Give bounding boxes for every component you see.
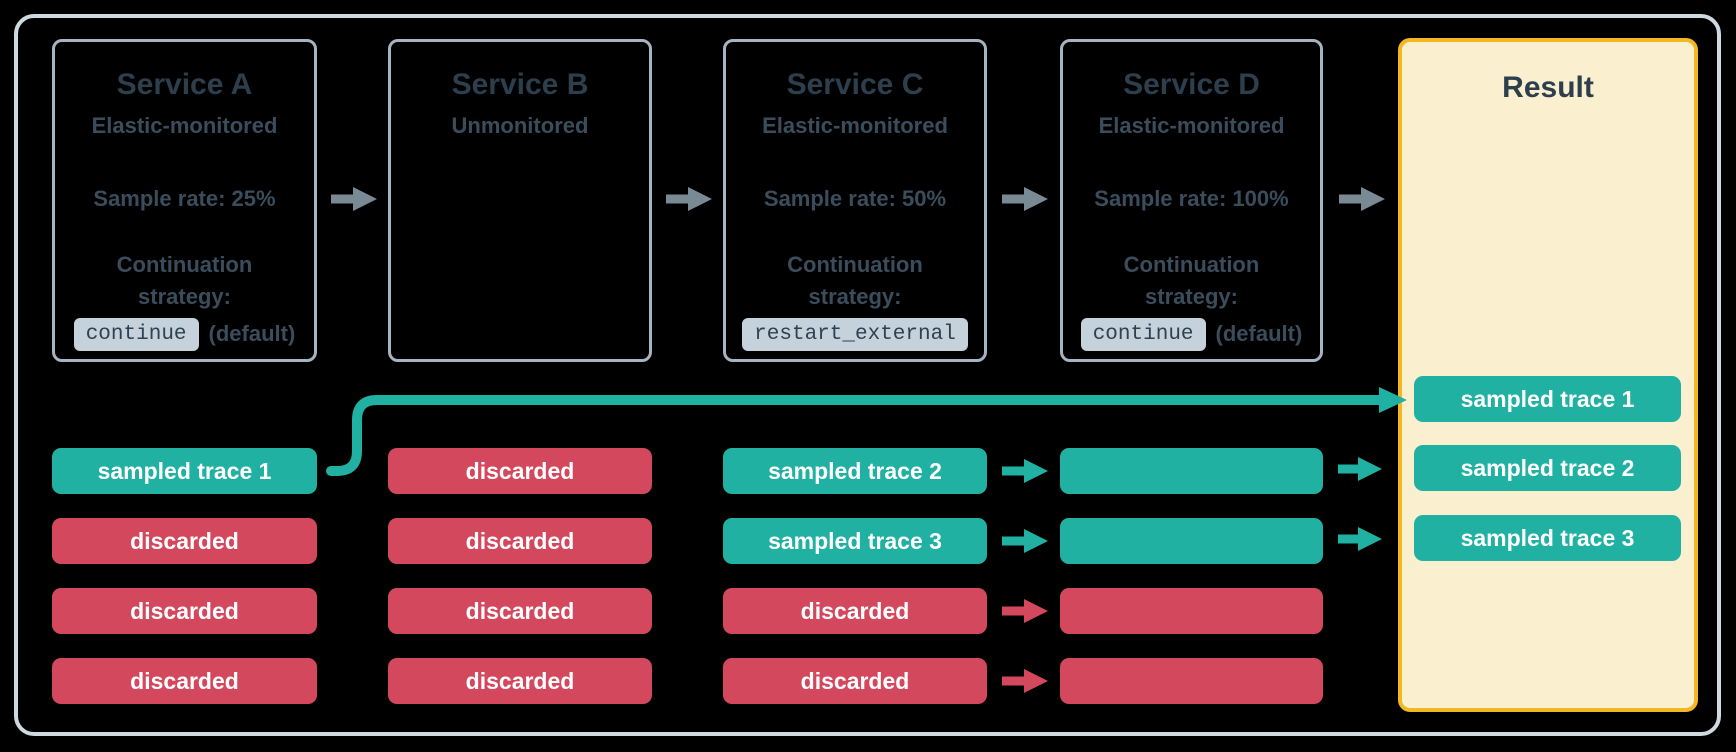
- trace-pill: discarded: [52, 588, 317, 634]
- continuation-label-text: Continuation strategy:: [1123, 252, 1260, 309]
- service-b-subtitle: Unmonitored: [451, 113, 589, 138]
- service-a-title: Service A: [116, 68, 253, 101]
- trace-pill: discarded: [388, 588, 652, 634]
- strategy-code-chip: continue: [1080, 317, 1206, 351]
- service-d-subtitle: Elastic-monitored: [1098, 113, 1285, 138]
- trace-pill: discarded: [388, 518, 652, 564]
- result-box: Result: [1398, 38, 1698, 712]
- trace-pill: discarded: [52, 518, 317, 564]
- service-b-box: Service B Unmonitored: [388, 39, 652, 362]
- trace-pill: discarded: [723, 588, 987, 634]
- service-c-sample-rate: Sample rate: 50%: [763, 186, 947, 211]
- service-c-strategy-row: restart_external: [726, 316, 984, 352]
- service-c-subtitle: Elastic-monitored: [762, 113, 948, 138]
- service-d-box: Service D Elastic-monitored Sample rate:…: [1060, 39, 1323, 362]
- strategy-code-chip: restart_external: [742, 317, 968, 351]
- trace-pill: [1060, 448, 1323, 494]
- strategy-default-note: (default): [208, 321, 296, 346]
- continuation-label-text: Continuation strategy:: [787, 252, 923, 309]
- trace-pill: discarded: [388, 448, 652, 494]
- result-trace-pill: sampled trace 1: [1414, 376, 1681, 422]
- service-c-box: Service C Elastic-monitored Sample rate:…: [723, 39, 987, 362]
- trace-pill: sampled trace 2: [723, 448, 987, 494]
- trace-pill: sampled trace 1: [52, 448, 317, 494]
- strategy-code-chip: continue: [73, 317, 199, 351]
- trace-pill: [1060, 658, 1323, 704]
- service-b-title: Service B: [451, 68, 589, 101]
- service-d-sample-rate: Sample rate: 100%: [1094, 186, 1289, 211]
- result-trace-pill: sampled trace 3: [1414, 515, 1681, 561]
- service-d-strategy-row: continue (default): [1063, 316, 1320, 352]
- outer-frame: [14, 14, 1721, 736]
- service-a-sample-rate: Sample rate: 25%: [93, 186, 276, 211]
- service-d-title: Service D: [1123, 68, 1260, 101]
- service-d-continuation-label: Continuation strategy:: [1063, 249, 1320, 313]
- service-c-title: Service C: [786, 68, 924, 101]
- trace-pill: [1060, 588, 1323, 634]
- trace-pill: sampled trace 3: [723, 518, 987, 564]
- result-trace-pill: sampled trace 2: [1414, 445, 1681, 491]
- service-a-strategy-row: continue (default): [55, 316, 314, 352]
- trace-pill: [1060, 518, 1323, 564]
- service-a-box: Service A Elastic-monitored Sample rate:…: [52, 39, 317, 362]
- continuation-label-text: Continuation strategy:: [116, 252, 253, 309]
- service-a-continuation-label: Continuation strategy:: [55, 249, 314, 313]
- strategy-default-note: (default): [1215, 321, 1303, 346]
- trace-pill: discarded: [723, 658, 987, 704]
- result-title: Result: [1502, 71, 1594, 104]
- service-a-subtitle: Elastic-monitored: [91, 113, 278, 138]
- service-c-continuation-label: Continuation strategy:: [726, 249, 984, 313]
- trace-pill: discarded: [52, 658, 317, 704]
- trace-pill: discarded: [388, 658, 652, 704]
